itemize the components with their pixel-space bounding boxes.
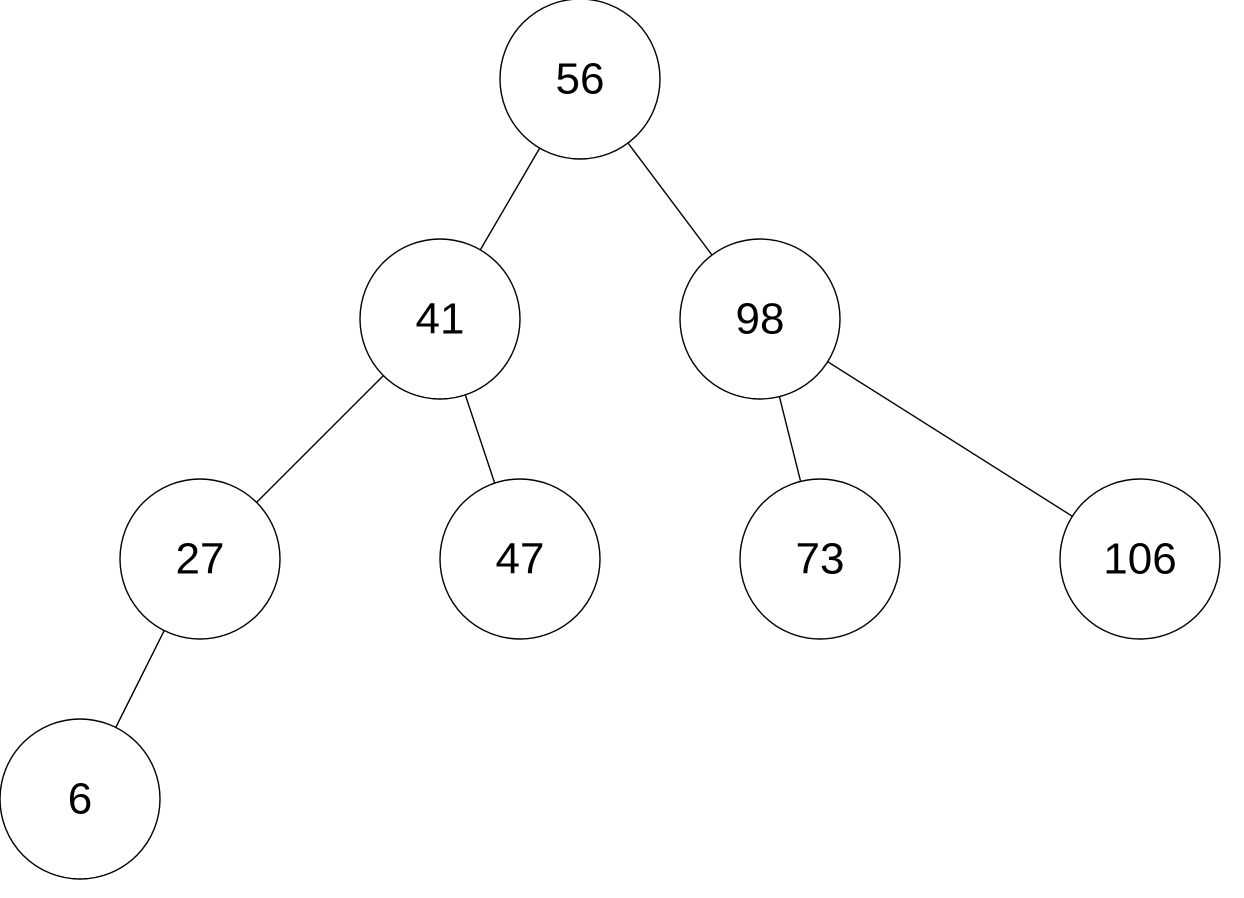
- tree-node-98: 98: [679, 238, 841, 400]
- tree-node-27: 27: [119, 478, 281, 640]
- node-label: 73: [796, 535, 845, 584]
- tree-node-56: 56: [499, 0, 661, 160]
- edge-41-27: [256, 375, 384, 503]
- node-label: 27: [176, 535, 225, 584]
- node-circle: [499, 0, 661, 160]
- node-circle: [679, 238, 841, 400]
- node-circle: [1059, 478, 1221, 640]
- edge-98-106: [827, 361, 1073, 517]
- node-circle: [439, 478, 601, 640]
- node-circle: [119, 478, 281, 640]
- node-circle: [739, 478, 901, 640]
- tree-node-73: 73: [739, 478, 901, 640]
- tree-node-106: 106: [1059, 478, 1221, 640]
- node-label: 98: [736, 295, 785, 344]
- tree-node-41: 41: [359, 238, 521, 400]
- edge-56-98: [627, 142, 713, 256]
- tree-node-47: 47: [439, 478, 601, 640]
- edge-98-73: [778, 396, 802, 482]
- node-label: 6: [68, 775, 92, 824]
- node-label: 47: [496, 535, 545, 584]
- node-circle: [0, 718, 161, 880]
- node-label: 41: [416, 295, 465, 344]
- edge-27-6: [115, 630, 165, 728]
- edge-41-47: [464, 394, 496, 484]
- tree-node-6: 6: [0, 718, 161, 880]
- node-label: 106: [1103, 535, 1176, 584]
- node-circle: [359, 238, 521, 400]
- edge-56-41: [479, 147, 541, 251]
- node-label: 56: [556, 55, 605, 104]
- tree-nodes: 56 41 98 27 47 73 106 6: [0, 0, 1221, 880]
- tree-edges: [115, 142, 1073, 728]
